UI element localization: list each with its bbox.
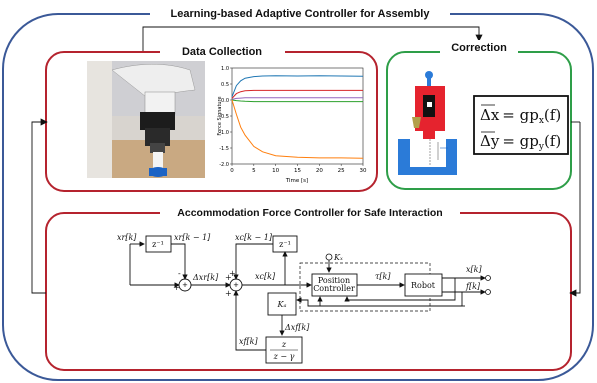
correction-title: Correction: [451, 42, 507, 54]
chart-ytick-label: 0.0: [221, 98, 229, 104]
delay-block-2-label: z⁻¹: [279, 240, 291, 249]
eq1-lhs: Δx: [480, 106, 500, 124]
position-controller-label-1: Position: [318, 276, 350, 285]
chart-ytick-label: 1.0: [221, 66, 229, 72]
peg-in-hole-illustration: [398, 71, 457, 175]
correction-equations: Δx= gpx(f) Δy= gpy(f): [473, 95, 569, 155]
svg-text:+: +: [233, 280, 238, 290]
chart-xtick-label: 0: [230, 168, 234, 174]
ka-label: Kₐ: [277, 300, 287, 309]
label-dxr: Δxr[k]: [192, 273, 219, 282]
position-controller-label-2: Controller: [313, 284, 355, 293]
eq2-sub: y: [538, 142, 545, 152]
chart-xtick-label: 20: [316, 168, 323, 174]
accommodation-title: Accommodation Force Controller for Safe …: [177, 207, 442, 219]
chart-series-line-2: [231, 89, 363, 99]
label-xf: xf[k]: [239, 337, 258, 346]
delay-block-1-label: z⁻¹: [152, 240, 164, 249]
chart-xtick-label: 15: [294, 168, 301, 174]
label-x-out: x[k]: [466, 265, 482, 274]
chart-series: [231, 75, 364, 159]
sign-plus-4: +: [225, 289, 232, 298]
chart-xtick-label: 25: [338, 168, 345, 174]
eq1-rhs: = gp: [502, 106, 539, 124]
label-f-out: f[k]: [465, 282, 481, 291]
force-signature-chart: 1.0 0.5 0.0 -0.5 -1.0 -1.5 -2.0 0 5 10 15 20 25 30 F…: [217, 66, 367, 184]
chart-series-line-5: [231, 99, 364, 159]
label-kx: Kₓ: [333, 253, 343, 262]
filter-numerator: z: [281, 340, 287, 349]
chart-y-ticks: 1.0 0.5 0.0 -0.5 -1.0 -1.5 -2.0: [219, 66, 232, 168]
chart-series-line-3: [231, 97, 363, 100]
sign-plus-1: +: [173, 283, 180, 292]
eq2-rhs: = gp: [502, 132, 539, 150]
label-dxf: Δxf[k]: [284, 323, 310, 332]
chart-ylabel: Force Signature: [217, 96, 223, 135]
svg-text:+: +: [182, 280, 187, 290]
chart-series-line-1: [231, 75, 364, 97]
eq2-lhs: Δy: [480, 132, 500, 150]
robot-system-boundary: [299, 262, 431, 312]
svg-text:Δx= gpx(f): Δx= gpx(f): [480, 106, 561, 126]
data-collection-title: Data Collection: [182, 46, 262, 58]
chart-ytick-label: -0.5: [219, 114, 229, 120]
sign-plus-3: +: [229, 269, 236, 278]
chart-ytick-label: -1.0: [219, 130, 229, 136]
main-title: Learning-based Adaptive Controller for A…: [171, 8, 431, 20]
label-xc-k: xc[k]: [255, 272, 276, 281]
chart-ytick-label: -2.0: [219, 162, 229, 168]
robot-block-label: Robot: [411, 281, 436, 290]
svg-text:Δy= gpy(f): Δy= gpy(f): [480, 132, 561, 152]
block-diagram: xr[k] xr[k − 1] z⁻¹ + - + Δxr[k] + + + +…: [117, 233, 491, 364]
eq2-arg: (f): [544, 132, 561, 150]
chart-ytick-label: 0.5: [221, 82, 229, 88]
chart-xtick-label: 30: [360, 168, 367, 174]
label-xc-k1: xc[k − 1]: [235, 233, 273, 242]
label-xr-k1: xr[k − 1]: [174, 233, 211, 242]
chart-xtick-label: 5: [252, 168, 256, 174]
chart-xlabel: Time [s]: [285, 178, 308, 184]
label-tau: τ[k]: [375, 272, 391, 281]
eq1-arg: (f): [544, 106, 561, 124]
filter-denominator: z − γ: [273, 352, 295, 361]
robot-block: [404, 273, 443, 297]
chart-plot-area: [231, 67, 364, 165]
chart-series-line-4: [231, 99, 363, 103]
chart-xtick-label: 10: [272, 168, 279, 174]
robot-photo: [87, 61, 205, 178]
label-xr-k: xr[k]: [117, 233, 137, 242]
eq1-sub: x: [539, 116, 544, 126]
sign-plus-2: +: [225, 273, 232, 282]
chart-ytick-label: -1.5: [219, 146, 229, 152]
chart-x-ticks: 0 5 10 15 20 25 30: [230, 164, 367, 174]
sign-minus-1: -: [178, 269, 181, 278]
